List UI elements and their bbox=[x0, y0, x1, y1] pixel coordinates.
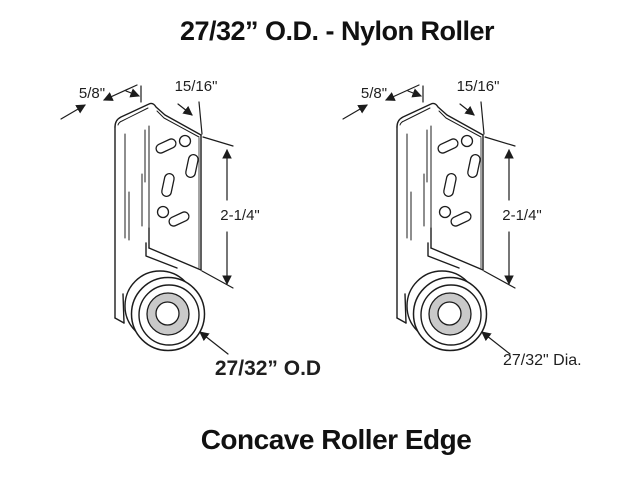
page-title: 27/32” O.D. - Nylon Roller bbox=[179, 16, 495, 46]
footer-caption: Concave Roller Edge bbox=[200, 424, 472, 455]
roller-bracket-diagram-left: 5/8" 15/16" 2-1/4" 27/32” O.D bbox=[49, 70, 321, 380]
roller-bracket-diagram-right: 27/32" Dia. bbox=[331, 70, 582, 369]
roller-od-callout-red: 27/32” O.D bbox=[215, 357, 321, 380]
roller-dia-callout: 27/32" Dia. bbox=[503, 352, 582, 369]
